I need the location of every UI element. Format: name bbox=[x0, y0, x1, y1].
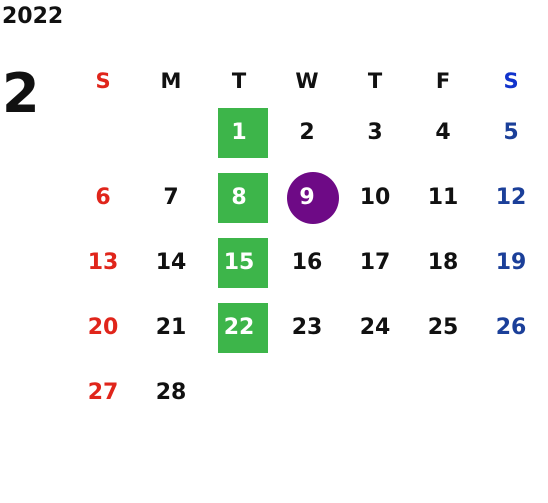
day-number: 1 bbox=[231, 120, 247, 145]
weekday-sunday: S bbox=[95, 69, 111, 93]
day-cell-highlighted[interactable]: 8 bbox=[205, 165, 273, 230]
day-number: 21 bbox=[155, 315, 187, 340]
day-number: 24 bbox=[359, 315, 391, 340]
day-number: 4 bbox=[435, 120, 451, 145]
week-row-1: 1 2 3 4 5 bbox=[69, 100, 545, 165]
day-cell-saturday[interactable]: 26 bbox=[477, 295, 545, 360]
weekday-header-row: S M T W T F S bbox=[69, 62, 545, 100]
day-cell[interactable]: 28 bbox=[137, 360, 205, 425]
day-cell-empty bbox=[341, 360, 409, 425]
day-cell[interactable]: 25 bbox=[409, 295, 477, 360]
weekday-monday: M bbox=[160, 69, 182, 93]
weekday-friday: F bbox=[435, 69, 451, 93]
day-cell-highlighted[interactable]: 1 bbox=[205, 100, 273, 165]
weekday-thursday: T bbox=[367, 69, 383, 93]
calendar-year: 2022 bbox=[2, 4, 64, 29]
day-number: 25 bbox=[427, 315, 459, 340]
week-row-4: 20 21 22 23 24 25 26 bbox=[69, 295, 545, 360]
calendar-month: 2 bbox=[2, 62, 40, 125]
day-cell[interactable]: 7 bbox=[137, 165, 205, 230]
day-number: 22 bbox=[223, 315, 255, 340]
day-cell[interactable]: 18 bbox=[409, 230, 477, 295]
day-number: 28 bbox=[155, 380, 187, 405]
weekday-tuesday: T bbox=[231, 69, 247, 93]
day-cell[interactable]: 2 bbox=[273, 100, 341, 165]
day-cell[interactable]: 11 bbox=[409, 165, 477, 230]
day-cell[interactable]: 10 bbox=[341, 165, 409, 230]
day-number: 9 bbox=[299, 185, 315, 210]
day-cell-empty bbox=[137, 100, 205, 165]
day-number: 17 bbox=[359, 250, 391, 275]
today-circle bbox=[287, 172, 339, 224]
calendar-grid: S M T W T F S 1 2 3 4 5 6 7 8 9 10 11 12… bbox=[69, 62, 545, 425]
week-row-2: 6 7 8 9 10 11 12 bbox=[69, 165, 545, 230]
day-number: 14 bbox=[155, 250, 187, 275]
day-number: 12 bbox=[495, 185, 527, 210]
day-cell[interactable]: 24 bbox=[341, 295, 409, 360]
day-cell[interactable]: 23 bbox=[273, 295, 341, 360]
week-row-3: 13 14 15 16 17 18 19 bbox=[69, 230, 545, 295]
day-number: 19 bbox=[495, 250, 527, 275]
day-cell-empty bbox=[477, 360, 545, 425]
day-number: 26 bbox=[495, 315, 527, 340]
day-number: 5 bbox=[503, 120, 519, 145]
green-highlight bbox=[218, 238, 268, 288]
day-cell[interactable]: 17 bbox=[341, 230, 409, 295]
day-cell[interactable]: 14 bbox=[137, 230, 205, 295]
day-cell-highlighted[interactable]: 15 bbox=[205, 230, 273, 295]
day-number: 27 bbox=[87, 380, 119, 405]
day-number: 11 bbox=[427, 185, 459, 210]
day-number: 15 bbox=[223, 250, 255, 275]
day-cell-empty bbox=[409, 360, 477, 425]
day-cell-highlighted[interactable]: 22 bbox=[205, 295, 273, 360]
green-highlight bbox=[218, 108, 268, 158]
day-cell[interactable]: 21 bbox=[137, 295, 205, 360]
day-number: 7 bbox=[163, 185, 179, 210]
green-highlight bbox=[218, 173, 268, 223]
day-cell-empty bbox=[273, 360, 341, 425]
weekday-wednesday: W bbox=[295, 69, 319, 93]
day-number: 6 bbox=[95, 185, 111, 210]
day-cell-sunday[interactable]: 27 bbox=[69, 360, 137, 425]
day-number: 13 bbox=[87, 250, 119, 275]
day-number: 2 bbox=[299, 120, 315, 145]
day-cell-today[interactable]: 9 bbox=[273, 165, 341, 230]
day-cell-saturday[interactable]: 19 bbox=[477, 230, 545, 295]
day-cell-sunday[interactable]: 20 bbox=[69, 295, 137, 360]
day-number: 18 bbox=[427, 250, 459, 275]
day-cell[interactable]: 16 bbox=[273, 230, 341, 295]
day-number: 16 bbox=[291, 250, 323, 275]
day-cell-sunday[interactable]: 6 bbox=[69, 165, 137, 230]
day-cell-empty bbox=[205, 360, 273, 425]
day-number: 3 bbox=[367, 120, 383, 145]
day-number: 10 bbox=[359, 185, 391, 210]
day-cell-sunday[interactable]: 13 bbox=[69, 230, 137, 295]
day-cell[interactable]: 4 bbox=[409, 100, 477, 165]
day-cell-saturday[interactable]: 12 bbox=[477, 165, 545, 230]
day-number: 8 bbox=[231, 185, 247, 210]
day-cell-saturday[interactable]: 5 bbox=[477, 100, 545, 165]
day-number: 20 bbox=[87, 315, 119, 340]
day-cell[interactable]: 3 bbox=[341, 100, 409, 165]
week-row-5: 27 28 bbox=[69, 360, 545, 425]
green-highlight bbox=[218, 303, 268, 353]
weekday-saturday: S bbox=[503, 69, 519, 93]
day-number: 23 bbox=[291, 315, 323, 340]
day-cell-empty bbox=[69, 100, 137, 165]
